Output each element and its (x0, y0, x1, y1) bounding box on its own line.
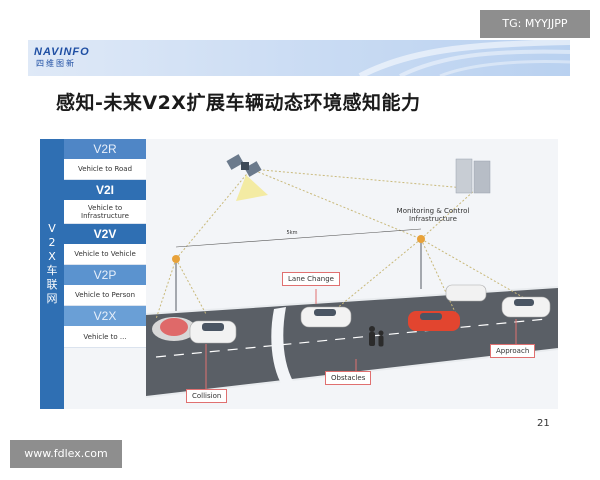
pedestrians-icon (369, 326, 384, 347)
category-header-v2v: V2V (64, 224, 146, 244)
tag-obstacles: Obstacles (325, 371, 372, 385)
header-banner (28, 40, 570, 76)
sidebar-char: V (48, 222, 56, 235)
signal-lines (155, 168, 527, 320)
category-header-v2i: V2I (64, 180, 146, 200)
highway-graphic (358, 40, 570, 76)
sidebar-char: X (48, 250, 56, 263)
page-number: 21 (537, 418, 550, 429)
server-icon (455, 158, 491, 194)
car-collision-red (152, 317, 196, 341)
sidebar-bar (40, 139, 64, 409)
lane-marking (155, 318, 547, 358)
car-approach (501, 296, 551, 318)
monitoring-label-line2: Infrastructure (409, 215, 457, 223)
satellite-icon (226, 154, 268, 201)
category-desc-v2i: Vehicle to Infrastructure (64, 200, 146, 224)
tg-overlay-badge: TG: MYYJJPP (480, 10, 590, 38)
car-far (445, 284, 487, 302)
sidebar-char: 网 (46, 292, 58, 305)
category-header-v2r: V2R (64, 139, 146, 159)
category-header-v2p: V2P (64, 265, 146, 285)
monitoring-label-line1: Monitoring & Control (396, 207, 470, 215)
category-desc-v2x: Vehicle to ... (64, 326, 146, 348)
category-desc-v2r: Vehicle to Road (64, 159, 146, 180)
category-desc-v2p: Vehicle to Person (64, 285, 146, 306)
tag-lane-change: Lane Change (282, 272, 340, 286)
v2x-category-panel: V2R Vehicle to Road V2I Vehicle to Infra… (64, 139, 146, 348)
roadside-units (172, 228, 425, 311)
sidebar-label: V 2 X 车 联 网 (40, 222, 64, 306)
road-curve (271, 307, 298, 391)
car-collision-white (189, 320, 237, 344)
traffic-scene (146, 154, 558, 398)
tag-approach: Approach (490, 344, 536, 358)
monitoring-label: Monitoring & Control Infrastructure (378, 207, 488, 223)
category-header-v2x: V2X (64, 306, 146, 326)
sidebar-char: 联 (46, 278, 58, 291)
car-lane-change (300, 306, 352, 328)
watermark-badge: www.fdlex.com (10, 440, 122, 468)
distance-label: 5km (286, 230, 298, 236)
sidebar-char: 2 (48, 236, 56, 249)
tag-collision: Collision (186, 389, 228, 403)
sidebar-char: 车 (46, 264, 58, 277)
slide-title: 感知-未来V2X扩展车辆动态环境感知能力 (56, 92, 421, 114)
category-desc-v2v: Vehicle to Vehicle (64, 244, 146, 265)
logo-chinese: 四维图新 (36, 59, 76, 68)
logo-wordmark: NAVINFO (34, 46, 90, 58)
car-red (408, 311, 460, 331)
navinfo-logo: NAVINFO 四维图新 (34, 46, 154, 70)
